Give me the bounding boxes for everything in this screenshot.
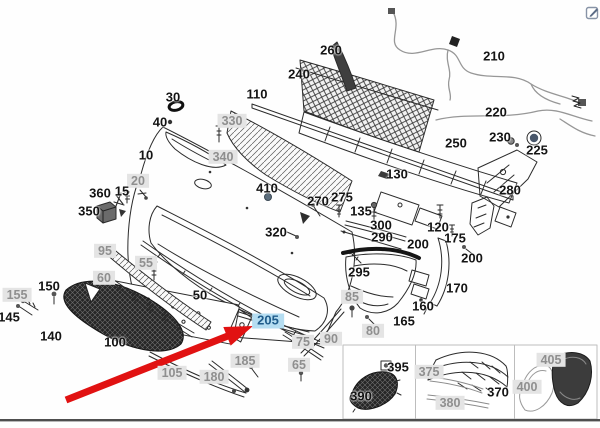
radiator-grille-drawing: [295, 59, 439, 153]
lower-mesh-grille-drawing: [63, 280, 184, 352]
sensor-grommet-drawing: [507, 130, 542, 147]
left-hardware-drawing: [96, 189, 148, 224]
bottom-divider: [0, 419, 600, 422]
side-intake-parts-drawing: [300, 196, 495, 315]
underbody-shield-drawing: [226, 110, 390, 213]
wiring-harness-drawing: [392, 11, 596, 137]
pointer-arrow: [64, 326, 253, 404]
corner-fin-drawing: [330, 41, 357, 92]
emblem-ring-drawing: [167, 100, 185, 125]
variant-parts-panel: [342, 344, 598, 420]
side-bracket-drawing: [477, 149, 538, 228]
edit-note-icon[interactable]: [585, 5, 600, 20]
